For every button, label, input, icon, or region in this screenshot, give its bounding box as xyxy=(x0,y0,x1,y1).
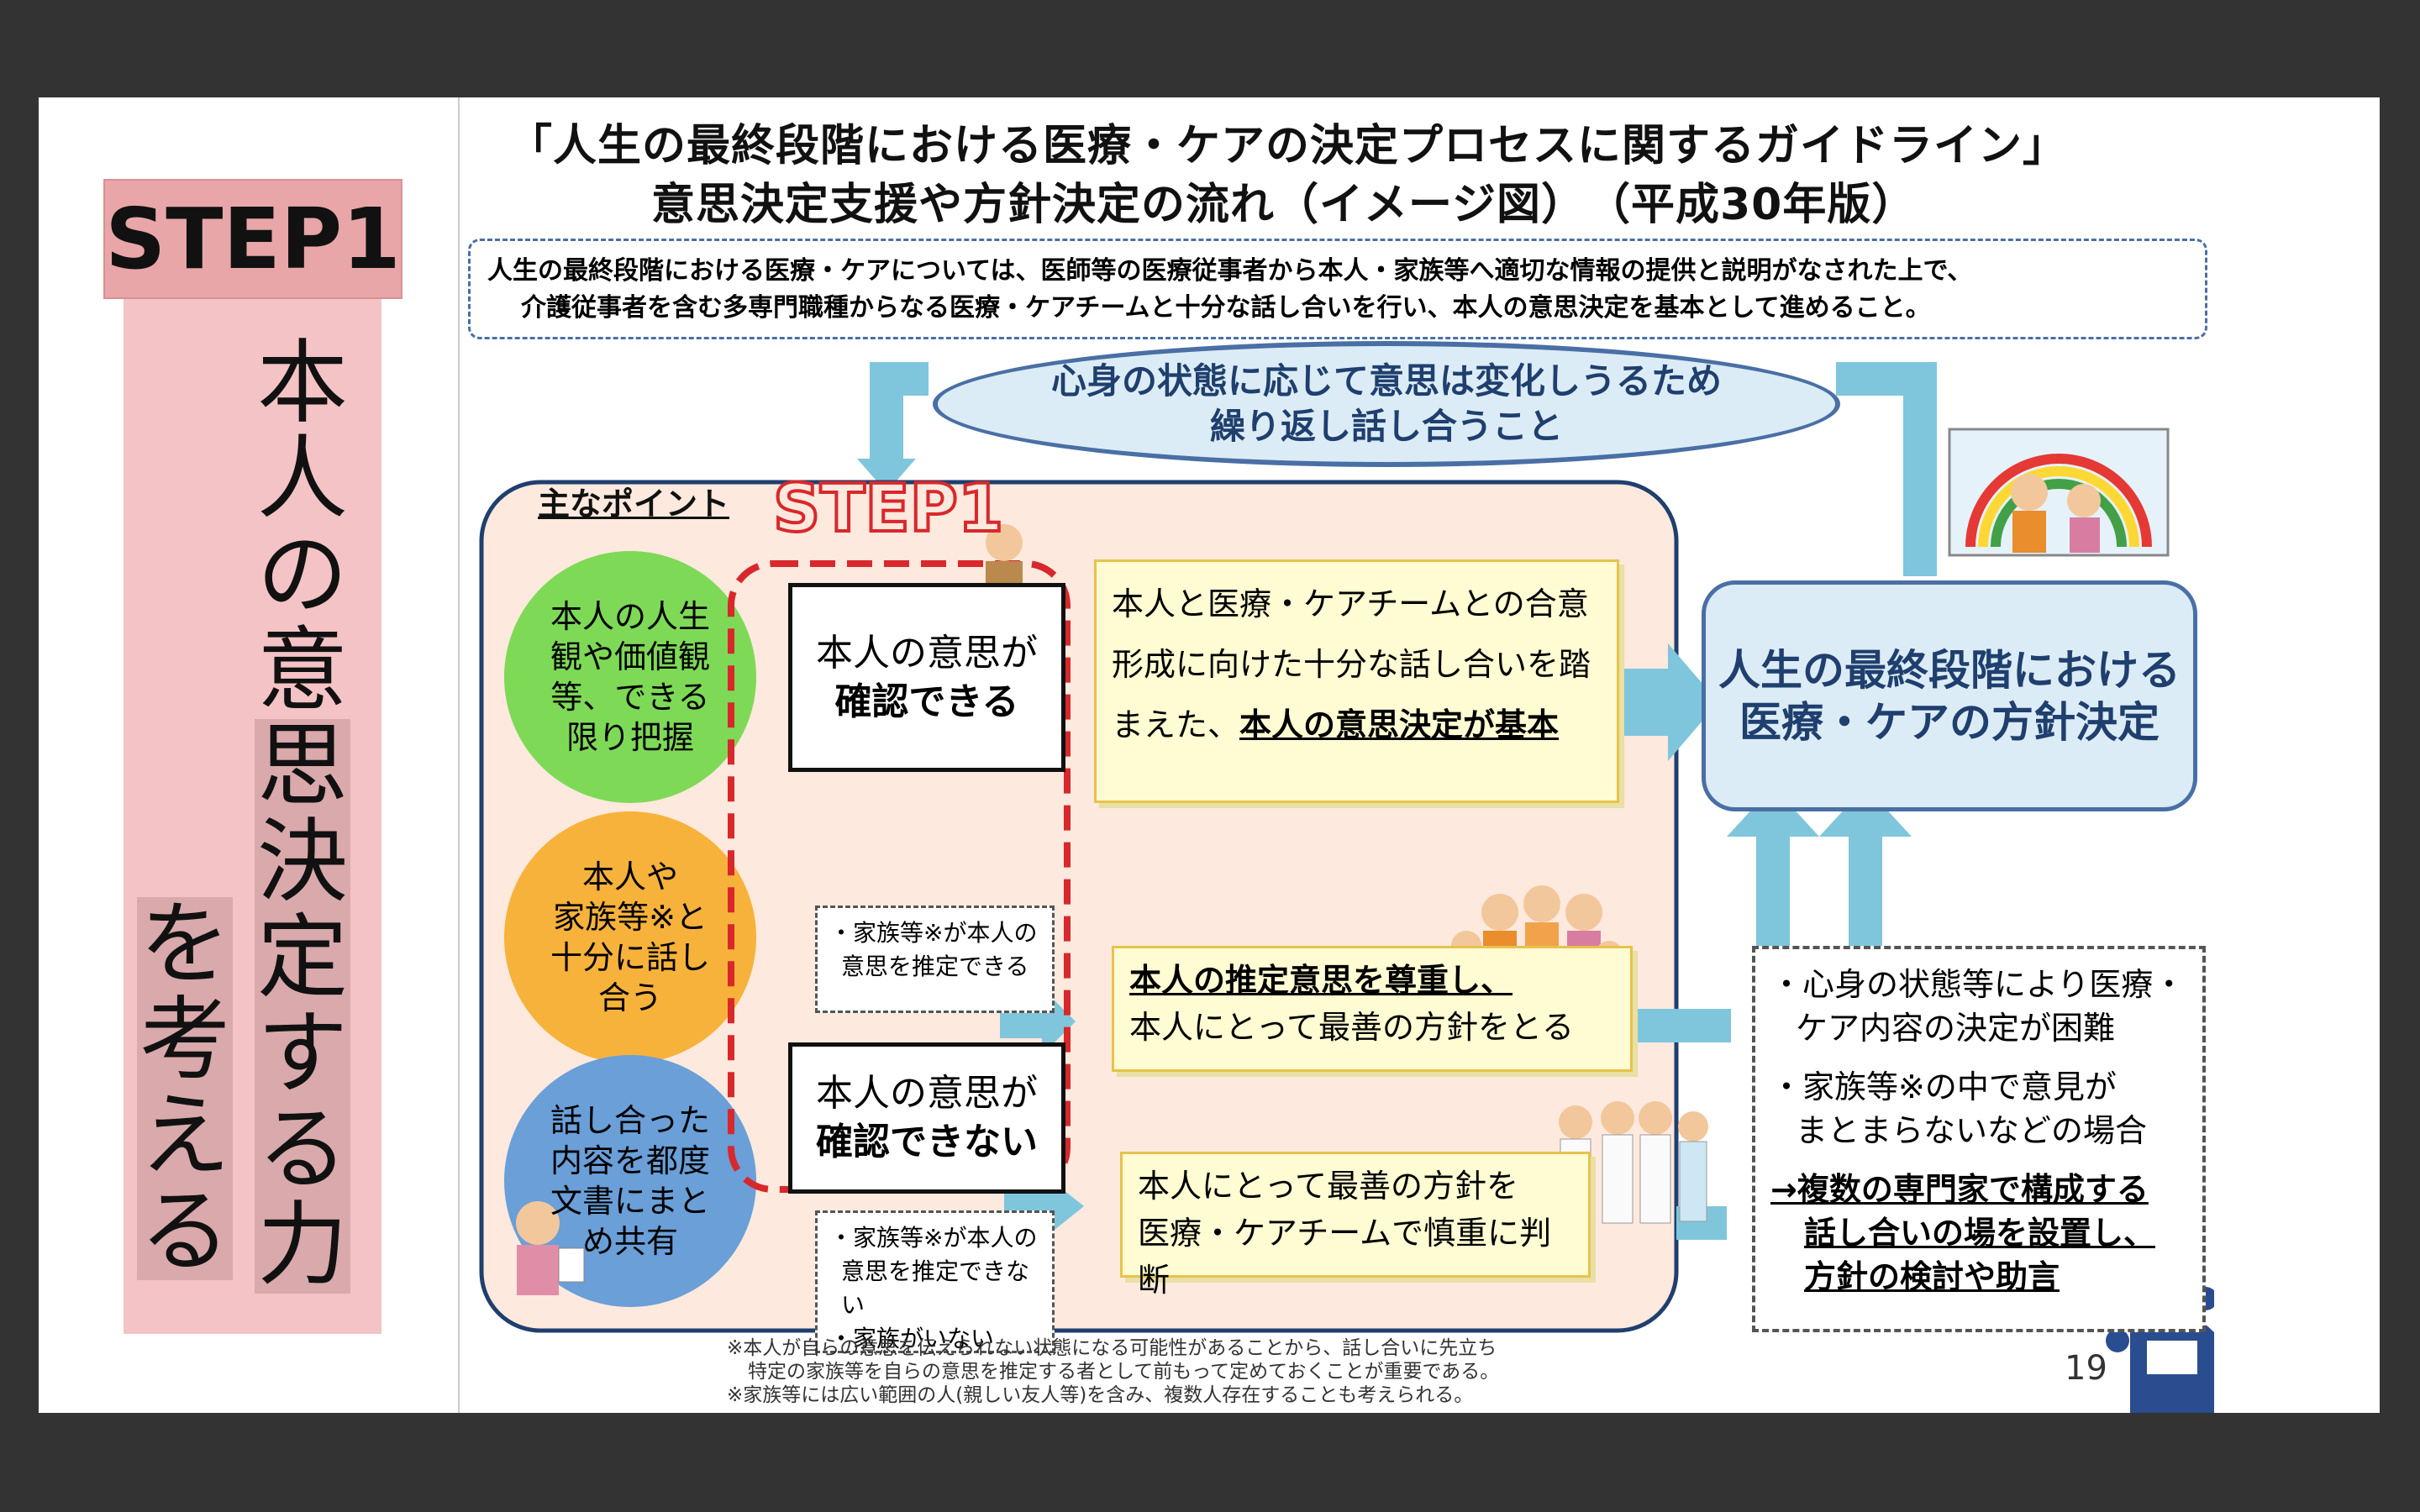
circle1-l2: 観や価値観 xyxy=(550,638,710,675)
family-cannot-presume-box: ・家族等※が本人の 意思を推定できない ・家族がいない xyxy=(815,1210,1055,1353)
vertical-char: 人 xyxy=(256,427,348,532)
diagram-title-line1: 「人生の最終段階における医療・ケアの決定プロセスに関するガイドライン」 xyxy=(508,121,2068,171)
final-policy-box: 人生の最終段階における 医療・ケアの方針決定 xyxy=(1702,580,2197,811)
presumed-intent-box: 本人の推定意思を尊重し、 本人にとって最善の方針をとる xyxy=(1112,946,1633,1072)
circle3-l3: 文書にまと xyxy=(550,1183,710,1220)
circle2-l4: 合う xyxy=(597,979,662,1016)
consensus-l2: 形成に向けた十分な話し合いを踏 xyxy=(1112,646,1591,683)
intent-cannot-l2: 確認できない xyxy=(816,1121,1038,1163)
circle3-l2: 内容を都度 xyxy=(550,1142,710,1179)
consensus-box: 本人と医療・ケアチームとの合意 形成に向けた十分な話し合いを踏 まえた、本人の意… xyxy=(1094,559,1619,803)
vertical-char: の xyxy=(256,522,348,627)
vertical-char: 思 xyxy=(255,719,350,815)
best-policy-box: 本人にとって最善の方針を 医療・ケアチームで慎重に判断 xyxy=(1120,1152,1591,1299)
intro-line2: 介護従事者を含む多専門職種からなる医療・ケアチームと十分な話し合いを行い、本人の… xyxy=(521,293,1931,323)
step-label: STEP1 xyxy=(103,179,402,299)
expert-l1: →複数の専門家で構成する xyxy=(1770,1171,2149,1208)
family-can-presume-box: ・家族等※が本人の 意思を推定できる xyxy=(815,906,1055,1013)
intent-confirmable-box: 本人の意思が 確認できる xyxy=(788,583,1065,772)
difficult-l3: ・家族等※の中で意見が xyxy=(1770,1068,2117,1105)
consensus-l3a: まえた、 xyxy=(1112,706,1240,743)
page-number: 19 xyxy=(2065,1349,2107,1388)
presumed-l1: 本人の推定意思を尊重し、 xyxy=(1129,962,1513,999)
family-can-l1: ・家族等※が本人の xyxy=(829,919,1038,947)
vertical-text-main: 本人の意思決定する力 xyxy=(255,336,350,1294)
vertical-char: え xyxy=(137,1089,233,1184)
footnote-3: ※家族等には広い範囲の人(親しい友人等)を含み、複数人存在することも考えられる。 xyxy=(727,1384,1474,1406)
footnote-2: 特定の家族等を自らの意思を推定する者として前もって定めておくことが重要である。 xyxy=(748,1361,1500,1383)
vertical-char: る xyxy=(137,1184,233,1280)
elderly-couple-rainbow-icon xyxy=(1948,428,2170,557)
step1-overlay: STEP1 xyxy=(771,470,1005,549)
intent-can-l1: 本人の意思が xyxy=(816,631,1038,675)
family-cannot-l3: ・家族がいない xyxy=(829,1325,995,1352)
guideline-diagram: 「人生の最終段階における医療・ケアの決定プロセスに関するガイドライン」 意思決定… xyxy=(458,97,2214,1413)
circle2-l3: 十分に話し xyxy=(550,939,710,976)
best-l2: 医療・ケアチームで慎重に判断 xyxy=(1138,1215,1552,1299)
step-label-text: STEP1 xyxy=(105,190,401,288)
intro-note-box: 人生の最終段階における医療・ケアについては、医師等の医療従事者から本人・家族等へ… xyxy=(468,239,2207,339)
vertical-char: 意 xyxy=(256,618,348,723)
consensus-l3b: 本人の意思決定が基本 xyxy=(1239,706,1560,743)
vertical-char: 決 xyxy=(255,815,350,911)
point-circle-1: 本人の人生 観や価値観 等、できる 限り把握 xyxy=(504,551,756,803)
difficult-l1: ・心身の状態等により医療・ xyxy=(1770,966,2186,1003)
vertical-char: 力 xyxy=(255,1198,350,1294)
circle3-l1: 話し合った xyxy=(550,1102,710,1139)
intent-not-confirmable-box: 本人の意思が 確認できない xyxy=(788,1042,1065,1194)
intro-line1: 人生の最終段階における医療・ケアについては、医師等の医療従事者から本人・家族等へ… xyxy=(487,256,1973,286)
main-points-label: 主なポイント xyxy=(538,486,730,522)
expert-l2: 話し合いの場を設置し、 xyxy=(1804,1215,2156,1252)
intent-cannot-l1: 本人の意思が xyxy=(816,1072,1038,1115)
circle1-l3: 等、できる xyxy=(550,679,710,716)
vertical-char: 定 xyxy=(255,911,350,1006)
vertical-char: 本 xyxy=(256,331,348,436)
result-l1: 人生の最終段階における xyxy=(1718,645,2181,695)
difficult-l4: まとまらないなどの場合 xyxy=(1796,1112,2148,1149)
circle2-l2: 家族等※と xyxy=(553,899,708,936)
intent-can-l2: 確認できる xyxy=(834,680,1019,723)
difficult-cases-box: ・心身の状態等により医療・ ケア内容の決定が困難 ・家族等※の中で意見が まとま… xyxy=(1752,946,2206,1332)
vertical-char: す xyxy=(255,1006,350,1102)
consensus-l1: 本人と医療・ケアチームとの合意 xyxy=(1112,585,1589,622)
circle1-l4: 限り把握 xyxy=(566,719,694,756)
vertical-char: る xyxy=(255,1102,350,1198)
consensus-l3: まえた、本人の意思決定が基本 xyxy=(1112,695,1602,755)
cycle-line2: 繰り返し話し合うこと xyxy=(1209,406,1563,447)
circle1-l1: 本人の人生 xyxy=(550,598,710,635)
diagram-title-line2: 意思決定支援や方針決定の流れ（イメージ図） （平成30年版） xyxy=(651,180,1917,230)
family-cannot-l2: 意思を推定できない xyxy=(841,1257,1030,1319)
family-cannot-l1: ・家族等※が本人の xyxy=(829,1224,1038,1252)
point-circle-3: 話し合った 内容を都度 文書にまと め共有 xyxy=(504,1055,756,1307)
cycle-note-ellipse: 心身の状態に応じて意思は変化しうるため 繰り返し話し合うこと xyxy=(933,341,1840,467)
vertical-char: を xyxy=(137,897,233,993)
family-can-l2: 意思を推定できる xyxy=(841,953,1029,980)
expert-l3: 方針の検討や助言 xyxy=(1804,1258,2060,1295)
circle2-l1: 本人や xyxy=(581,858,678,895)
vertical-char: 考 xyxy=(137,993,233,1089)
elderly-woman-icon xyxy=(516,1201,585,1295)
vertical-text-sub: を考える xyxy=(137,897,233,1280)
circle3-l4: め共有 xyxy=(581,1223,678,1260)
presumed-l2: 本人にとって最善の方針をとる xyxy=(1129,1009,1574,1046)
best-l1: 本人にとって最善の方針を xyxy=(1138,1168,1518,1205)
footnote-1: ※本人が自らの意思を伝えられない状態になる可能性があることから、話し合いに先立ち xyxy=(727,1337,1497,1359)
difficult-l2: ケア内容の決定が困難 xyxy=(1796,1010,2116,1047)
result-l2: 医療・ケアの方針決定 xyxy=(1739,697,2160,747)
point-circle-2: 本人や 家族等※と 十分に話し 合う xyxy=(504,811,756,1063)
cycle-line1: 心身の状態に応じて意思は変化しうるため xyxy=(1050,360,1722,402)
